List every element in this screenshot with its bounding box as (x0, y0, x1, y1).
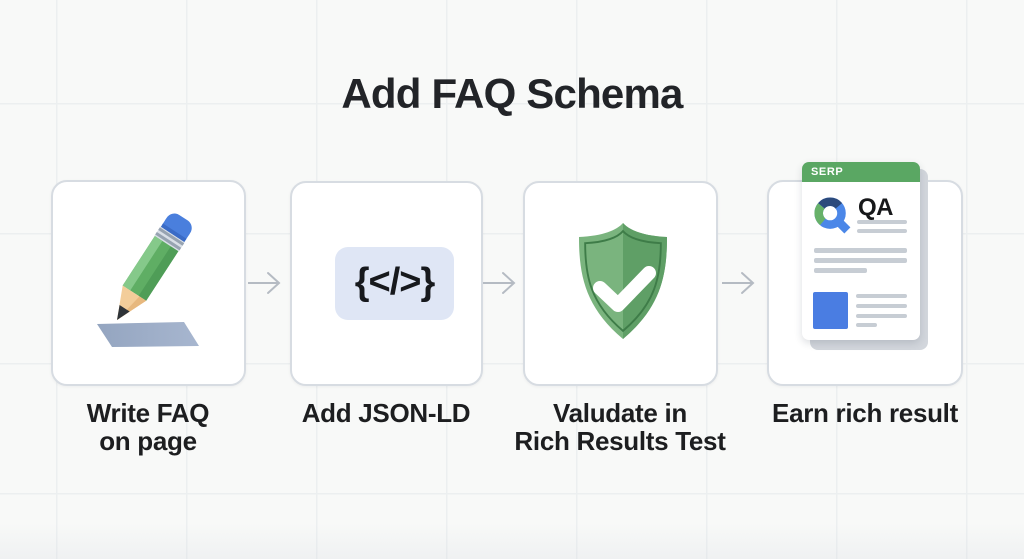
text-line (814, 268, 867, 273)
arrow-right-icon (483, 272, 516, 294)
step-card-add-jsonld: {</>} (290, 181, 483, 386)
text-line (856, 304, 907, 308)
step-card-earn-result: SERP QA (767, 162, 963, 386)
step-label-earn-result: Earn rich result (772, 398, 958, 428)
pencil-writing-icon (97, 213, 199, 347)
serp-heading: QA (858, 194, 894, 221)
serp-tag-label: SERP (811, 166, 844, 178)
arrow-right-icon (248, 272, 281, 294)
checkmark-icon (593, 266, 656, 312)
text-line (857, 229, 907, 233)
step-card-write-faq (51, 180, 246, 386)
step-card-validate (523, 181, 718, 386)
code-brackets-icon: {</>} (335, 247, 454, 320)
arrow-right-icon (722, 272, 755, 294)
step-label-write-faq: Write FAQ on page (86, 398, 210, 456)
result-thumbnail (813, 292, 848, 329)
text-line (856, 314, 907, 318)
shield-check-icon (579, 223, 667, 339)
step-label-add-jsonld: Add JSON-LD (301, 398, 471, 428)
text-line (814, 248, 907, 253)
text-line (856, 323, 877, 327)
step-label-validate: Valudate in Rich Results Test (514, 398, 726, 456)
code-glyph-text: {</>} (354, 260, 436, 303)
document-front-page: SERP QA (802, 162, 920, 340)
serp-tag-bar: SERP (802, 162, 920, 182)
text-line (857, 220, 907, 224)
paper-icon (97, 322, 199, 347)
text-line (814, 258, 907, 263)
text-line (856, 294, 907, 298)
magnifier-q-icon (814, 197, 851, 234)
page-title: Add FAQ Schema (341, 70, 683, 117)
